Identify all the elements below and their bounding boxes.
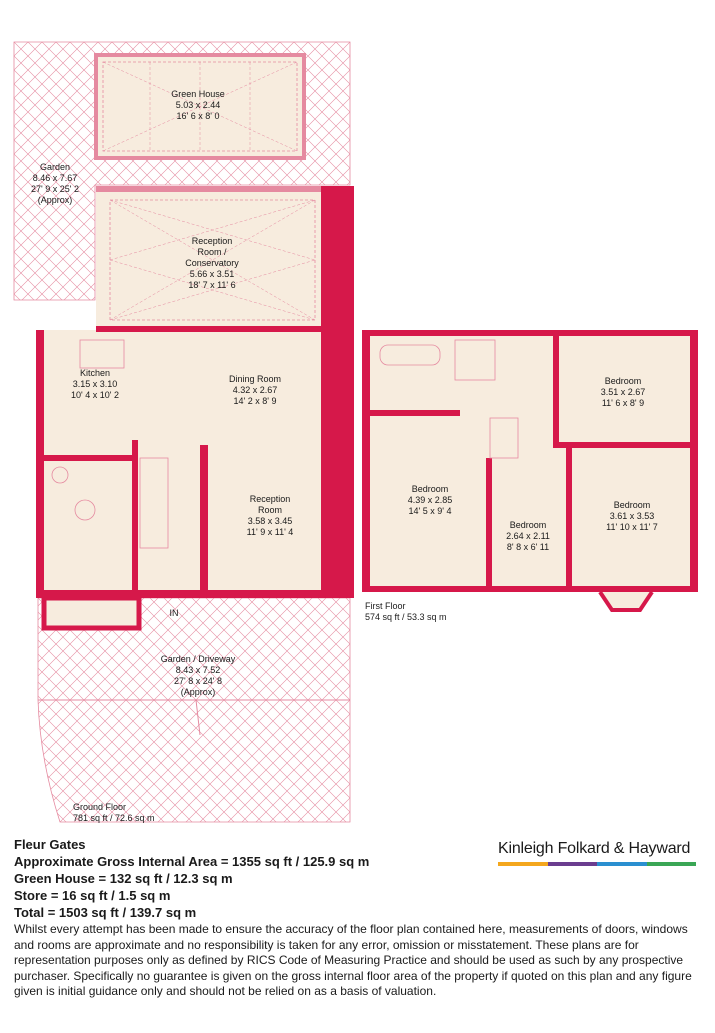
bedroom-1-metric: 3.51 x 2.67 xyxy=(601,387,646,397)
reception-metric: 3.58 x 3.45 xyxy=(248,516,293,526)
kitchen-imperial: 10' 4 x 10' 2 xyxy=(71,390,119,400)
bedroom-4-imperial: 8' 8 x 6' 11 xyxy=(507,542,549,552)
brand-color-bar xyxy=(498,862,696,866)
green-house-imperial: 16' 6 x 8' 0 xyxy=(177,111,220,121)
ground-floor-name: Ground Floor xyxy=(73,802,126,812)
conservatory-room xyxy=(96,186,354,330)
garden-metric: 8.46 x 7.67 xyxy=(33,173,78,183)
brand-bar-green xyxy=(646,862,696,866)
conservatory-name-1: Reception xyxy=(192,236,233,246)
property-name: Fleur Gates xyxy=(14,837,86,852)
agent-logo: Kinleigh Folkard & Hayward xyxy=(498,840,696,866)
bedroom-1-imperial: 11' 6 x 8' 9 xyxy=(602,398,644,408)
conservatory-name-2: Room / xyxy=(197,247,227,257)
total-area: Total = 1503 sq ft / 139.7 sq m xyxy=(14,905,197,920)
bedroom-2-imperial: 14' 5 x 9' 4 xyxy=(409,506,452,516)
dining-name: Dining Room xyxy=(229,374,281,384)
entrance-label: IN xyxy=(170,608,179,618)
area-summary: Fleur Gates Approximate Gross Internal A… xyxy=(14,836,704,1000)
kitchen-name: Kitchen xyxy=(80,368,110,378)
brand-bar-purple xyxy=(547,862,597,866)
garden-imperial: 27' 9 x 25' 2 xyxy=(31,184,79,194)
bedroom-3-imperial: 11' 10 x 11' 7 xyxy=(606,522,658,532)
garden-note: (Approx) xyxy=(38,195,73,205)
green-house-metric: 5.03 x 2.44 xyxy=(176,100,221,110)
bedroom-3-name: Bedroom xyxy=(614,500,651,510)
bedroom-2-metric: 4.39 x 2.85 xyxy=(408,495,453,505)
gate xyxy=(38,699,350,736)
store-area: Store = 16 sq ft / 1.5 sq m xyxy=(14,888,171,903)
kitchen-metric: 3.15 x 3.10 xyxy=(73,379,118,389)
bedroom-4-metric: 2.64 x 2.11 xyxy=(506,531,550,541)
bedroom-4-name: Bedroom xyxy=(510,520,547,530)
brand-bar-orange xyxy=(498,862,548,866)
garden-name: Garden xyxy=(40,162,70,172)
floor-plan: Green House 5.03 x 2.44 16' 6 x 8' 0 Gar… xyxy=(13,41,698,823)
driveway-imperial: 27' 8 x 24' 8 xyxy=(174,676,222,686)
reception-imperial: 11' 9 x 11' 4 xyxy=(247,527,294,537)
first-floor-area: 574 sq ft / 53.3 sq m xyxy=(365,612,447,622)
green-house-name: Green House xyxy=(171,89,225,99)
dining-metric: 4.32 x 2.67 xyxy=(233,385,278,395)
driveway-metric: 8.43 x 7.52 xyxy=(176,665,221,675)
green-house xyxy=(94,53,306,160)
reception-name-2: Room xyxy=(258,505,282,515)
first-floor-name: First Floor xyxy=(365,601,406,611)
driveway-note: (Approx) xyxy=(181,687,216,697)
brand-bar-blue xyxy=(597,862,647,866)
disclaimer-text: Whilst every attempt has been made to en… xyxy=(14,922,692,998)
ground-floor-body xyxy=(36,186,354,631)
conservatory-imperial: 18' 7 x 11' 6 xyxy=(188,280,235,290)
bedroom-2-name: Bedroom xyxy=(412,484,449,494)
conservatory-metric: 5.66 x 3.51 xyxy=(190,269,235,279)
driveway-area xyxy=(37,597,351,823)
ground-floor-area: 781 sq ft / 72.6 sq m xyxy=(73,813,155,823)
first-floor-body xyxy=(362,330,698,612)
conservatory-name-3: Conservatory xyxy=(185,258,239,268)
bedroom-3-metric: 3.61 x 3.53 xyxy=(610,511,655,521)
dining-imperial: 14' 2 x 8' 9 xyxy=(234,396,277,406)
agent-name: Kinleigh Folkard & Hayward xyxy=(498,840,691,857)
driveway-name: Garden / Driveway xyxy=(161,654,236,664)
reception-name-1: Reception xyxy=(250,494,291,504)
bedroom-1-name: Bedroom xyxy=(605,376,642,386)
green-house-area: Green House = 132 sq ft / 12.3 sq m xyxy=(14,871,233,886)
gross-internal-area: Approximate Gross Internal Area = 1355 s… xyxy=(14,854,370,869)
